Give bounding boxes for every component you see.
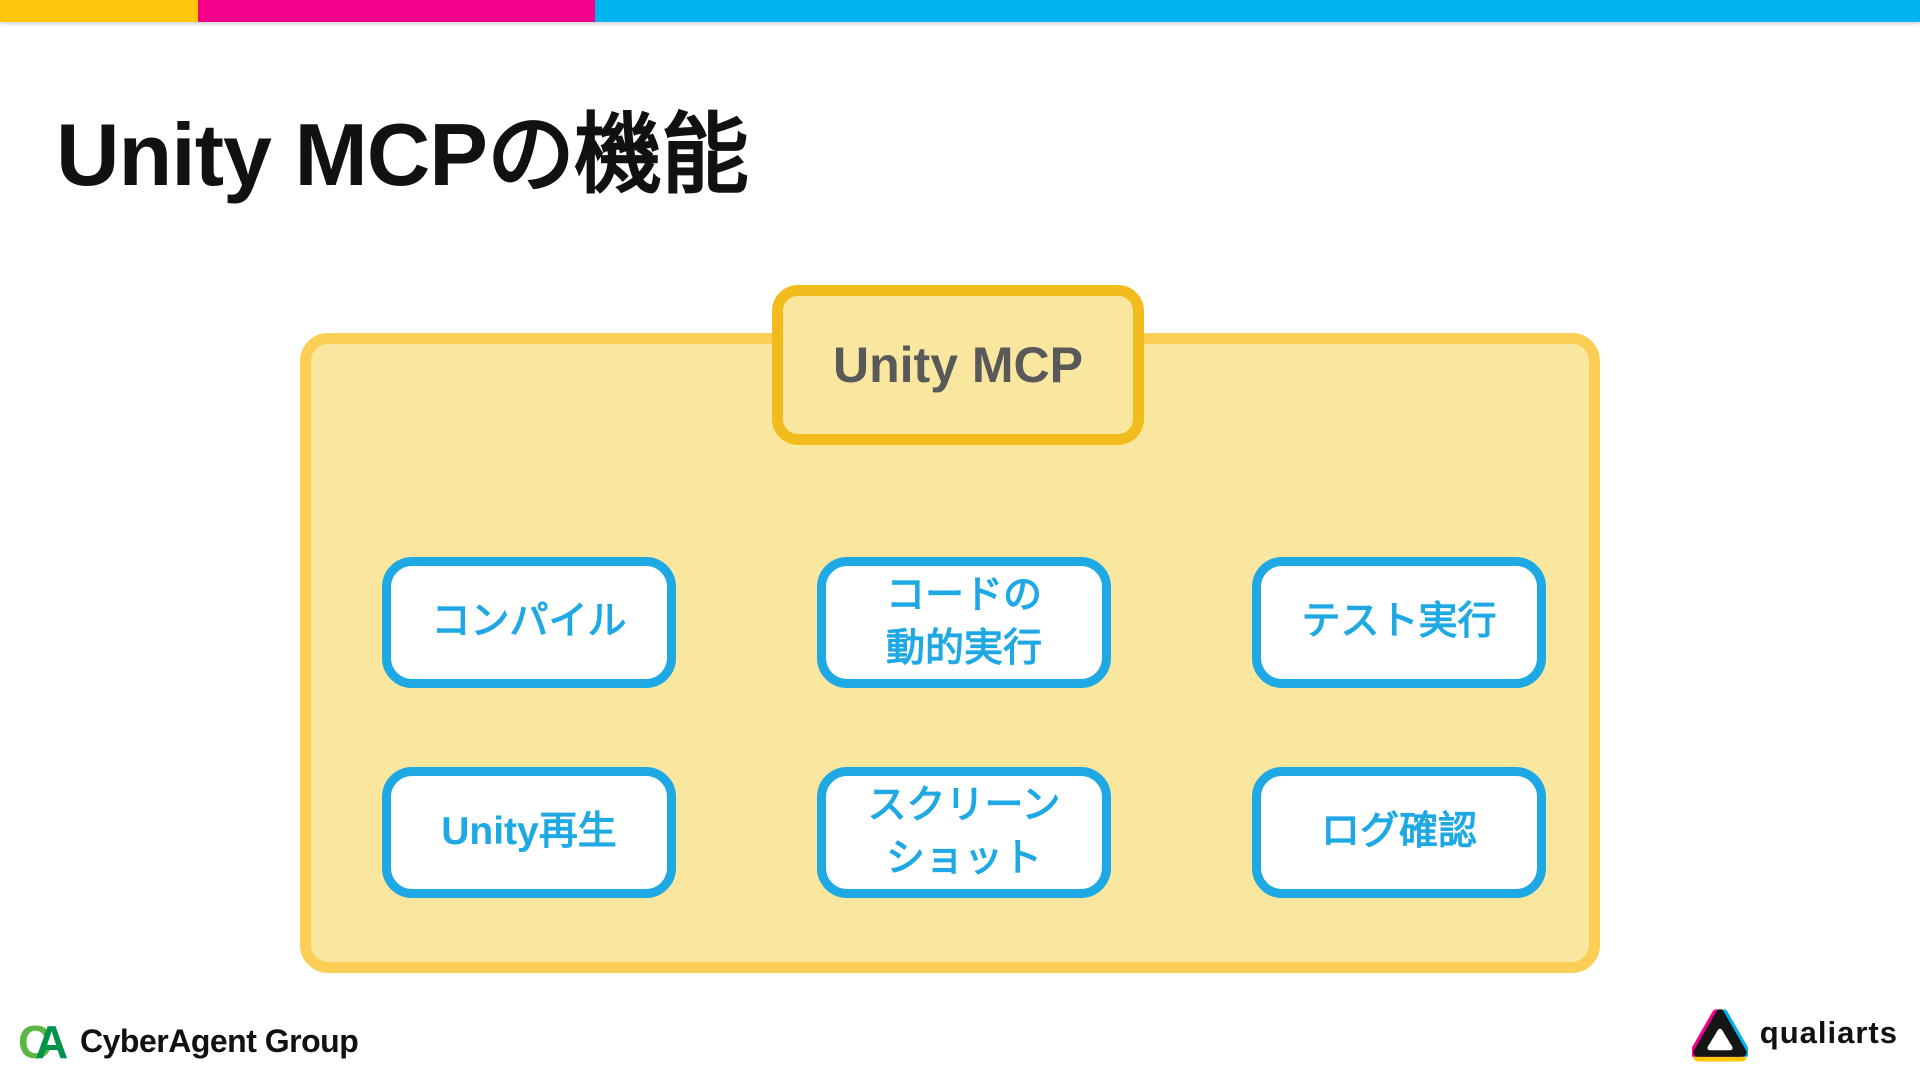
feature-node-screenshot: スクリーン ショット <box>817 767 1111 898</box>
feature-node-check-logs: ログ確認 <box>1252 767 1546 898</box>
qualiarts-triangle-icon <box>1691 1009 1748 1062</box>
cyberagent-logo-text: CyberAgent Group <box>80 1022 359 1059</box>
feature-label: スクリーン <box>867 783 1061 827</box>
cyberagent-ca-icon: C A <box>18 1018 68 1064</box>
feature-label: ログ確認 <box>1320 810 1477 854</box>
unity-mcp-node-label: Unity MCP <box>833 337 1083 393</box>
svg-text:A: A <box>35 1018 68 1064</box>
top-accent-bar <box>0 0 1920 22</box>
accent-segment-yellow <box>0 0 198 22</box>
qualiarts-logo: qualiarts <box>1691 1004 1898 1062</box>
accent-segment-cyan <box>595 0 1920 22</box>
feature-label: コードの <box>885 573 1042 617</box>
cyberagent-logo: C A CyberAgent Group <box>18 1018 359 1064</box>
feature-node-run-tests: テスト実行 <box>1252 557 1546 688</box>
feature-label: テスト実行 <box>1301 600 1497 644</box>
feature-node-unity-play: Unity再生 <box>382 767 676 898</box>
feature-label: 動的実行 <box>885 626 1042 670</box>
qualiarts-logo-text: qualiarts <box>1759 1015 1898 1050</box>
feature-label: Unity再生 <box>441 810 617 854</box>
feature-node-dynamic-code: コードの 動的実行 <box>817 557 1111 688</box>
unity-mcp-node: Unity MCP <box>772 285 1144 445</box>
feature-label: ショット <box>885 836 1042 880</box>
feature-label: コンパイル <box>431 600 627 644</box>
page-title: Unity MCPの機能 <box>56 105 749 204</box>
accent-segment-magenta <box>198 0 595 22</box>
feature-node-compile: コンパイル <box>382 557 676 688</box>
svg-text:C: C <box>18 1018 51 1064</box>
